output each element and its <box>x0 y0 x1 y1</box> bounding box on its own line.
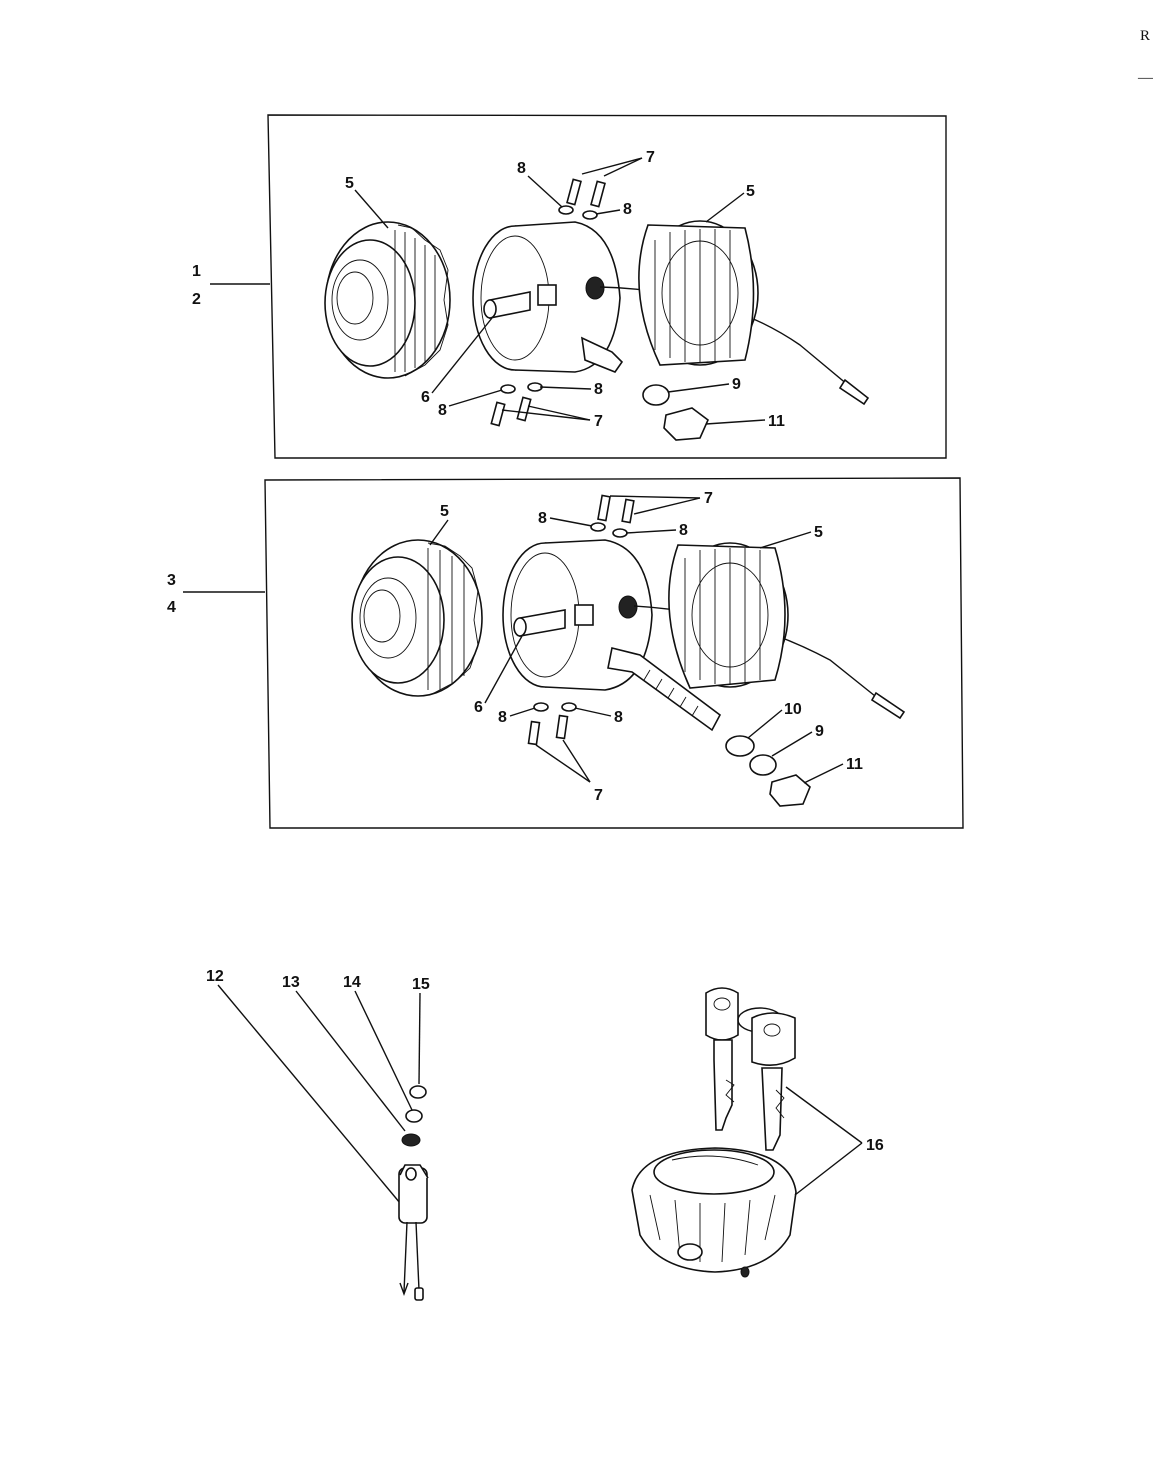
callout-15: 15 <box>412 976 430 993</box>
washer-13 <box>401 1133 421 1147</box>
screws-top-2 <box>590 494 635 538</box>
callout-8e: 8 <box>538 510 547 527</box>
callout-7a: 7 <box>646 149 655 166</box>
callout-8g: 8 <box>498 709 507 726</box>
cable-terminal-1 <box>838 378 870 406</box>
panel-2-frame <box>264 477 964 829</box>
washer-9-panel-1 <box>642 384 670 406</box>
callout-1: 1 <box>192 263 201 280</box>
nut-15 <box>409 1085 427 1099</box>
washer-14 <box>405 1109 423 1123</box>
callout-8f: 8 <box>679 522 688 539</box>
callout-5a: 5 <box>345 175 354 192</box>
callout-14: 14 <box>343 974 361 991</box>
key-2 <box>751 1012 796 1151</box>
key-1 <box>705 987 739 1131</box>
callout-3: 3 <box>167 572 176 589</box>
callout-8b: 8 <box>623 201 632 218</box>
callout-9b: 9 <box>815 723 824 740</box>
nut-11-panel-2 <box>769 774 811 807</box>
callout-9a: 9 <box>732 376 741 393</box>
callout-5b: 5 <box>746 183 755 200</box>
callout-10: 10 <box>784 701 802 718</box>
washer-10 <box>725 735 755 757</box>
switch-12 <box>398 1164 429 1301</box>
corner-letter: R <box>1140 28 1150 44</box>
callout-11b: 11 <box>846 756 863 773</box>
screws-bottom-1 <box>490 382 543 427</box>
fuel-cap <box>631 1147 797 1278</box>
callout-8a: 8 <box>517 160 526 177</box>
housing-body-2 <box>502 539 722 732</box>
callout-13: 13 <box>282 974 300 991</box>
callout-4: 4 <box>167 599 176 616</box>
callout-8h: 8 <box>614 709 623 726</box>
nut-11-panel-1 <box>663 407 709 441</box>
callout-8c: 8 <box>438 402 447 419</box>
washer-9-panel-2 <box>749 754 777 776</box>
callout-6b: 6 <box>474 699 483 716</box>
housing-body-1 <box>472 221 624 373</box>
lens-cap-left <box>324 221 451 379</box>
callout-7c: 7 <box>704 490 713 507</box>
callout-6a: 6 <box>421 389 430 406</box>
lens-cap-right <box>638 220 759 366</box>
key-set-group: 16 <box>631 987 884 1278</box>
assembly-panel-1: 1 2 <box>192 114 947 459</box>
lens-cap-left-2 <box>351 539 483 697</box>
corner-dash: — <box>1137 70 1153 86</box>
cable-terminal-2 <box>870 691 906 720</box>
screws-top-1 <box>558 178 606 220</box>
callout-11a: 11 <box>768 413 785 430</box>
callout-5d: 5 <box>814 524 823 541</box>
callout-8d: 8 <box>594 381 603 398</box>
callout-12: 12 <box>206 968 224 985</box>
callout-7b: 7 <box>594 413 603 430</box>
callout-7d: 7 <box>594 787 603 804</box>
lens-cap-right-2 <box>668 542 789 689</box>
panel-1-frame <box>267 114 947 459</box>
callout-2: 2 <box>192 291 201 308</box>
screws-bottom-2 <box>527 702 577 746</box>
switch-parts-group: 12 13 14 15 <box>206 968 430 1301</box>
assembly-panel-2: 3 4 <box>167 477 964 829</box>
callout-5c: 5 <box>440 503 449 520</box>
callout-16: 16 <box>866 1137 884 1154</box>
